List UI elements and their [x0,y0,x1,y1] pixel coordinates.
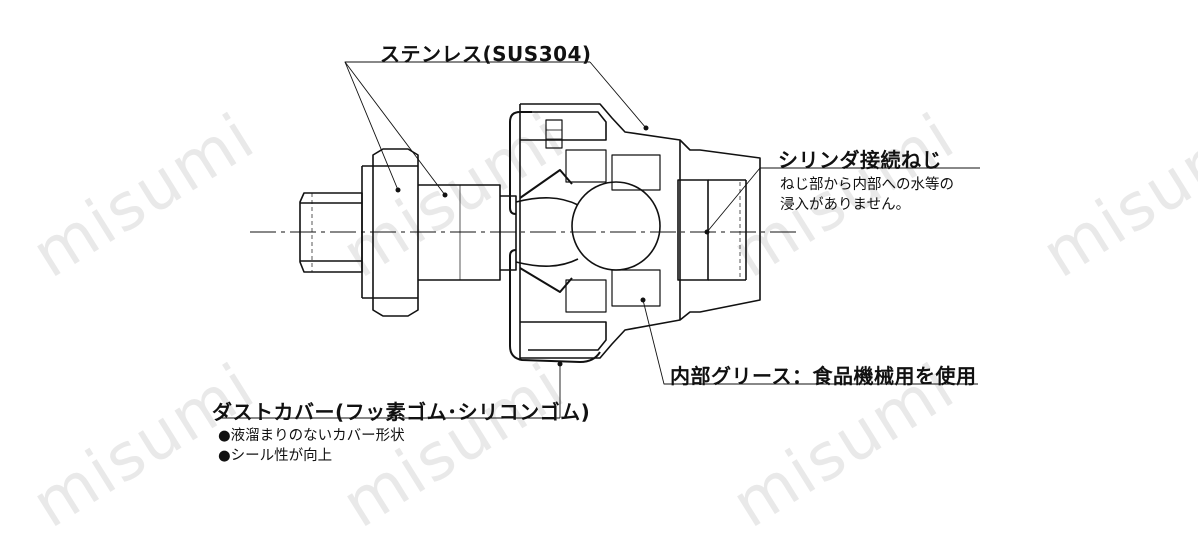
internal-thread [677,179,747,281]
dust-cover [509,111,601,363]
label-material: ステンレス(SUS304) [380,42,592,66]
ball [571,181,661,271]
label-bullet-2: ●シール性が向上 [218,448,333,464]
label-dust-cover: ダストカバー(フッ素ゴム･シリコンゴム) [212,400,591,424]
socket-housing [519,103,761,360]
label-thread-note-2: 浸入がありません。 [780,197,911,213]
label-bullet-1: ●液溜まりのないカバー形状 [218,428,405,444]
leader-end-dots [395,125,710,367]
threaded-stud [299,192,363,273]
leader-lines [218,61,980,419]
ball-joint-cross-section-drawing [218,61,980,419]
label-grease: 内部グリース：食品機械用を使用 [670,364,977,388]
label-thread-title: シリンダ接続ねじ [778,148,942,172]
stud-body [418,184,579,281]
label-thread-note-1: ねじ部から内部への水等の [780,177,954,193]
hex-lock-nut [361,148,419,317]
